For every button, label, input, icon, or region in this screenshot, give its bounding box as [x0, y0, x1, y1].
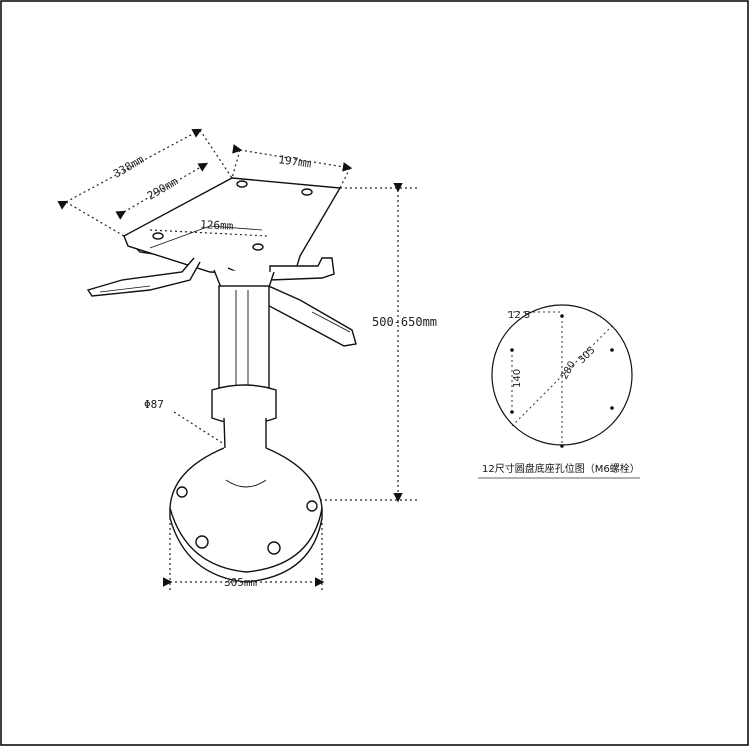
label-base-diameter: 305mm	[224, 576, 257, 589]
telescopic-column	[211, 269, 277, 487]
hole-pattern-caption: 12尺寸圆盘底座孔位图（M6螺栓）	[482, 462, 640, 475]
hole-pattern-diagram: 12.5 140 280 305 12尺寸圆盘底座孔位图（M6螺栓）	[478, 304, 640, 479]
round-base	[169, 447, 323, 583]
label-305: 305	[576, 345, 597, 366]
label-140: 140	[512, 369, 523, 388]
label-290mm: 290mm	[145, 175, 181, 203]
label-column-diameter: Φ87	[144, 398, 164, 411]
label-197mm: 197mm	[278, 153, 313, 171]
label-126mm: 126mm	[200, 218, 234, 233]
label-height-range: 500-650mm	[372, 315, 437, 329]
swivel-lever	[86, 257, 201, 297]
dimension-lines	[57, 128, 420, 592]
seat-mount-plate	[122, 177, 342, 277]
label-offset: 12.5	[508, 310, 530, 321]
label-338mm: 338mm	[111, 153, 147, 181]
